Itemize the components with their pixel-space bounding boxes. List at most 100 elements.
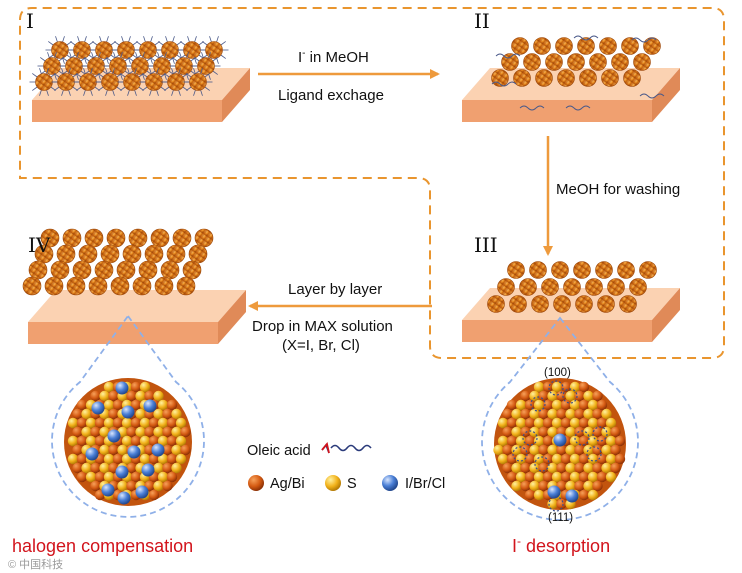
agbi-atom <box>538 480 549 492</box>
nanocrystal <box>611 53 629 71</box>
agbi-atom <box>542 381 554 393</box>
ligand-chain <box>98 86 104 91</box>
nanocrystal <box>22 276 42 296</box>
ligand-chain <box>32 86 38 91</box>
sulfur-atom <box>497 453 509 465</box>
agbi-atom <box>556 462 567 474</box>
nanocrystal <box>145 73 163 91</box>
ligand-chain <box>193 68 196 75</box>
nanocrystal <box>28 260 48 280</box>
agbi-atom <box>578 435 590 447</box>
nanocrystal <box>65 57 83 75</box>
agbi-atom <box>542 435 554 447</box>
sulfur-atom <box>103 381 115 393</box>
halide-atom <box>547 485 561 499</box>
legend-halide-marker <box>382 475 398 491</box>
agbi-atom <box>506 417 518 429</box>
nanocrystal <box>533 37 551 55</box>
agbi-atom <box>538 390 549 402</box>
substrate-stage-4 <box>28 290 246 344</box>
sulfur-atom <box>67 453 79 465</box>
nanocrystal <box>557 69 575 87</box>
sulfur-atom <box>153 480 164 492</box>
sulfur-atom <box>587 399 599 411</box>
ligand-chain <box>150 57 153 64</box>
sulfur-atom <box>551 381 563 393</box>
nanocrystal <box>79 73 97 91</box>
halide-atom <box>91 401 105 415</box>
agbi-atom <box>506 471 518 483</box>
ligand-chain <box>142 73 148 78</box>
sulfur-atom <box>601 462 612 474</box>
stage-label-3: III <box>474 233 498 257</box>
ligand-chain <box>62 57 68 62</box>
sulfur-atom <box>139 417 151 429</box>
sulfur-atom <box>103 399 115 411</box>
step-drop-sub-label: (X=I, Br, Cl) <box>282 337 360 354</box>
agbi-atom <box>502 408 513 420</box>
ligand-chain <box>220 41 226 46</box>
sulfur-atom <box>511 408 522 420</box>
ligand-chain <box>55 36 58 43</box>
legend-label-agbi: Ag/Bi <box>270 476 305 492</box>
agbi-atom <box>524 471 536 483</box>
substrate-front-face <box>462 100 652 122</box>
nanocrystal <box>109 57 127 75</box>
agbi-atom <box>560 399 572 411</box>
ligand-chain <box>204 86 210 91</box>
legend-ligand-head-icon <box>321 442 330 454</box>
sulfur-atom <box>583 426 594 438</box>
ligand-chain <box>113 52 116 59</box>
halide-atom <box>553 433 567 447</box>
agbi-atom <box>126 390 137 402</box>
caption-halogen-compensation: halogen compensation <box>12 536 193 556</box>
ligand-chain <box>39 89 42 96</box>
nanocrystal <box>205 41 223 59</box>
ligand-chain <box>216 57 219 64</box>
sulfur-atom <box>547 390 558 402</box>
halide-atom <box>151 443 165 457</box>
legend-label-sulfur: S <box>347 476 357 492</box>
agbi-atom <box>596 453 608 465</box>
ligand-chain <box>84 57 90 62</box>
agbi-atom <box>524 399 536 411</box>
sulfur-atom <box>157 453 169 465</box>
nanocrystal-closeup-halogen <box>64 378 192 506</box>
ligand-chain <box>143 36 146 43</box>
nanocrystal <box>523 53 541 71</box>
ligand-chain <box>128 36 131 43</box>
agbi-atom <box>578 453 590 465</box>
agbi-atom <box>520 408 531 420</box>
ligand-chain <box>150 57 156 62</box>
ligand-chain <box>212 57 218 62</box>
legend-sulfur-marker <box>325 475 341 491</box>
nanocrystal <box>597 295 615 313</box>
nanocrystal-array-stage-2 <box>491 35 665 111</box>
ligand-chain <box>186 86 192 91</box>
sulfur-atom <box>529 480 540 492</box>
agbi-atom <box>112 453 124 465</box>
nanocrystal <box>633 53 651 71</box>
nanocrystal <box>617 261 635 279</box>
nanocrystal <box>623 69 641 87</box>
agbi-atom <box>524 453 536 465</box>
sulfur-atom <box>175 417 187 429</box>
ligand-chain <box>172 36 175 43</box>
sulfur-atom <box>587 417 599 429</box>
ligand-chain <box>194 57 197 64</box>
ligand-chain <box>91 52 94 59</box>
nanocrystal <box>139 41 157 59</box>
sulfur-atom <box>565 390 576 402</box>
ligand-chain <box>142 52 145 59</box>
agbi-atom <box>502 426 513 438</box>
sulfur-atom <box>587 435 599 447</box>
nanocrystal <box>197 57 215 75</box>
sulfur-atom <box>85 417 97 429</box>
agbi-atom <box>90 426 101 438</box>
sulfur-atom <box>565 426 576 438</box>
ligand-chain <box>90 68 93 75</box>
nanocrystal <box>175 57 193 75</box>
sulfur-atom <box>171 426 182 438</box>
step-exchange-label: Ligand exchage <box>278 87 384 104</box>
